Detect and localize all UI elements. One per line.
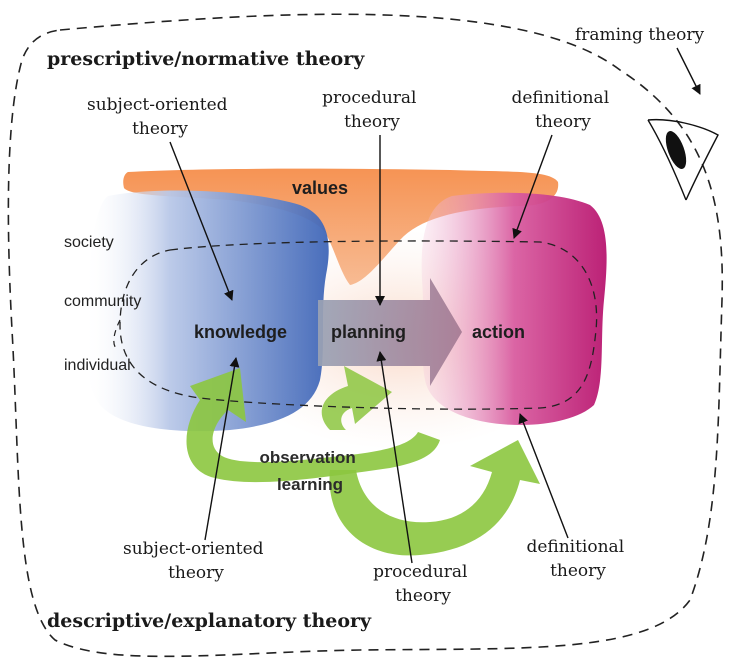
label-definitional-top: definitional theory — [511, 88, 614, 132]
scope-boundary-inner — [113, 319, 121, 351]
arrow-procedural-bottom — [376, 351, 413, 564]
planning-arrow — [318, 278, 462, 386]
feedback-label: observation learning — [259, 448, 360, 494]
eye-icon — [647, 118, 719, 201]
arrow-definitional-top — [512, 134, 553, 239]
scope-boundary — [119, 240, 598, 410]
scope-individual: individual — [64, 357, 131, 374]
scope-society: society — [64, 234, 114, 251]
arrow-subject-bottom — [204, 357, 240, 541]
arrow-definitional-bottom — [518, 413, 569, 539]
knowledge-shape — [83, 190, 329, 432]
feedback-arrow-middle — [321, 366, 392, 430]
core-knowledge: knowledge — [194, 322, 287, 342]
framing-boundary — [7, 13, 724, 658]
arrow-framing — [676, 47, 701, 95]
heading-prescriptive: prescriptive/normative theory — [47, 48, 365, 70]
pointer-arrows — [169, 47, 701, 564]
heading-framing: framing theory — [575, 25, 705, 45]
scope-community: community — [64, 293, 141, 310]
heading-descriptive: descriptive/explanatory theory — [47, 610, 372, 632]
action-shape — [421, 192, 607, 426]
label-subject-oriented-bottom: subject-oriented theory — [123, 539, 269, 583]
feedback-arrow-right — [329, 440, 540, 556]
core-planning: planning — [331, 322, 406, 342]
core-action: action — [472, 322, 525, 342]
arrow-subject-top — [169, 141, 234, 301]
feedback-arrow-left — [186, 368, 440, 483]
core-values: values — [292, 178, 348, 198]
label-definitional-bottom: definitional theory — [526, 537, 629, 581]
label-subject-oriented-top: subject-oriented theory — [87, 95, 233, 139]
label-procedural-top: procedural theory — [322, 88, 422, 132]
label-procedural-bottom: procedural theory — [373, 562, 473, 606]
